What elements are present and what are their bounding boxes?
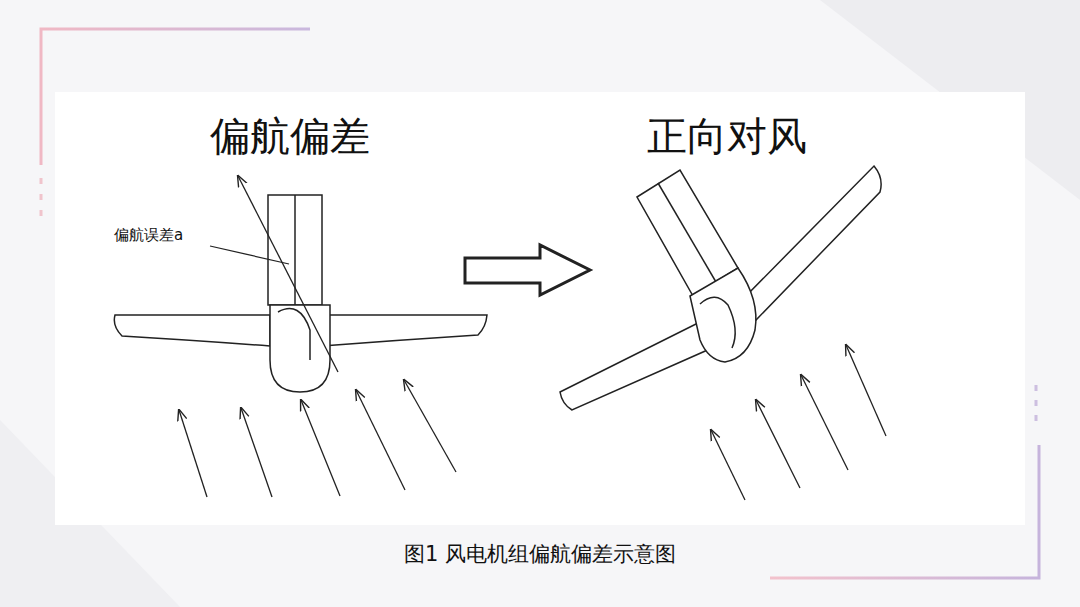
blade	[742, 166, 881, 320]
callout-label: 偏航误差a	[114, 226, 183, 244]
hub-line	[700, 297, 735, 348]
nacelle-line	[658, 183, 716, 282]
hub-line	[278, 309, 310, 360]
figure-caption: 图1 风电机组偏航偏差示意图	[404, 542, 676, 567]
transition-arrow	[465, 245, 590, 295]
turbine-misaligned	[114, 195, 487, 392]
wind-direction-line	[238, 176, 338, 372]
corner-bracket	[770, 445, 1039, 578]
corner-dashes	[1035, 385, 1038, 421]
wind-arrows	[179, 380, 456, 497]
card	[55, 92, 1025, 525]
leader-line	[210, 246, 289, 264]
panel-title: 正向对风	[647, 112, 807, 160]
blade	[560, 322, 712, 410]
corner-dashes	[40, 178, 43, 216]
blade	[114, 315, 270, 346]
wind-arrows	[711, 345, 886, 500]
hub	[690, 268, 756, 362]
blade	[322, 315, 487, 346]
turbine-aligned	[560, 166, 881, 410]
hub	[270, 305, 330, 392]
panel-title: 偏航偏差	[210, 112, 370, 160]
